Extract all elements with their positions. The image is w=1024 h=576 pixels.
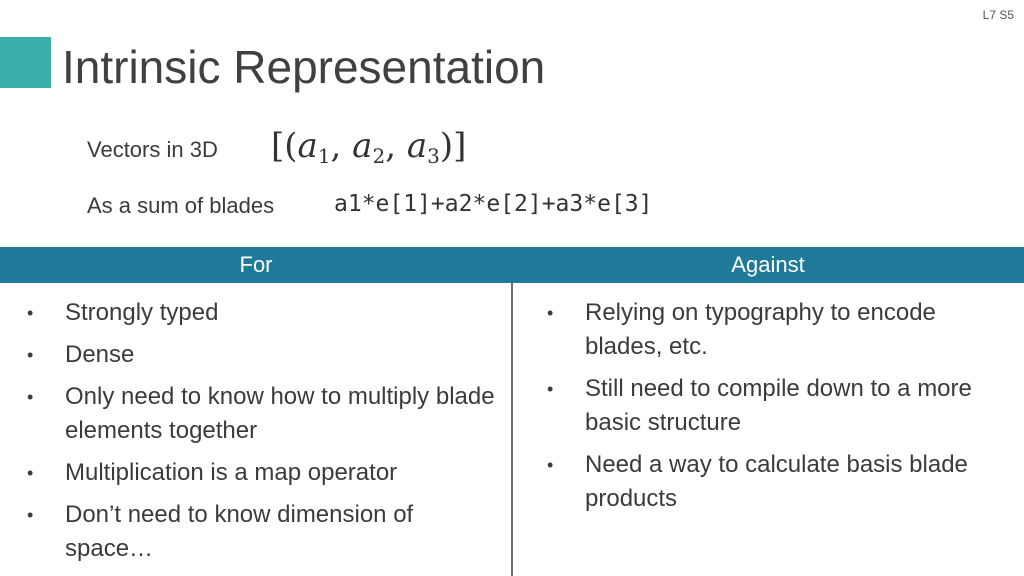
against-list-item: •Still need to compile down to a more ba… <box>547 372 1017 440</box>
against-column-header: Against <box>731 252 805 277</box>
for-list-item: •Don’t need to know dimension of space… <box>27 498 497 566</box>
vector-math-expression: [(a1, a2, a3)] <box>271 126 467 168</box>
title-accent-square <box>0 37 51 88</box>
bullet-icon: • <box>27 387 34 407</box>
for-column-header: For <box>239 252 273 277</box>
bullet-icon: • <box>547 303 554 323</box>
bullet-icon: • <box>27 303 34 323</box>
page-title: Intrinsic Representation <box>62 41 546 93</box>
bullet-icon: • <box>27 463 34 483</box>
for-list-item: •Dense <box>27 338 497 372</box>
against-list: •Relying on typography to encode blades,… <box>547 296 1017 524</box>
table-header-bar: For Against <box>0 247 1024 283</box>
column-divider <box>511 283 513 576</box>
blades-code-expression: a1*e[1]+a2*e[2]+a3*e[3] <box>334 191 653 217</box>
bullet-icon: • <box>27 345 34 365</box>
for-list-item: •Strongly typed <box>27 296 497 330</box>
for-list: •Strongly typed •Dense •Only need to kno… <box>27 296 497 574</box>
slide-number: L7 S5 <box>982 8 1014 22</box>
vectors-label: Vectors in 3D <box>87 137 218 162</box>
bullet-icon: • <box>547 379 554 399</box>
against-list-item: •Relying on typography to encode blades,… <box>547 296 1017 364</box>
for-list-item: •Only need to know how to multiply blade… <box>27 380 497 448</box>
blades-label: As a sum of blades <box>87 193 275 218</box>
for-list-item: •Multiplication is a map operator <box>27 456 497 490</box>
against-list-item: •Need a way to calculate basis blade pro… <box>547 448 1017 516</box>
bullet-icon: • <box>547 455 554 475</box>
bullet-icon: • <box>27 505 34 525</box>
